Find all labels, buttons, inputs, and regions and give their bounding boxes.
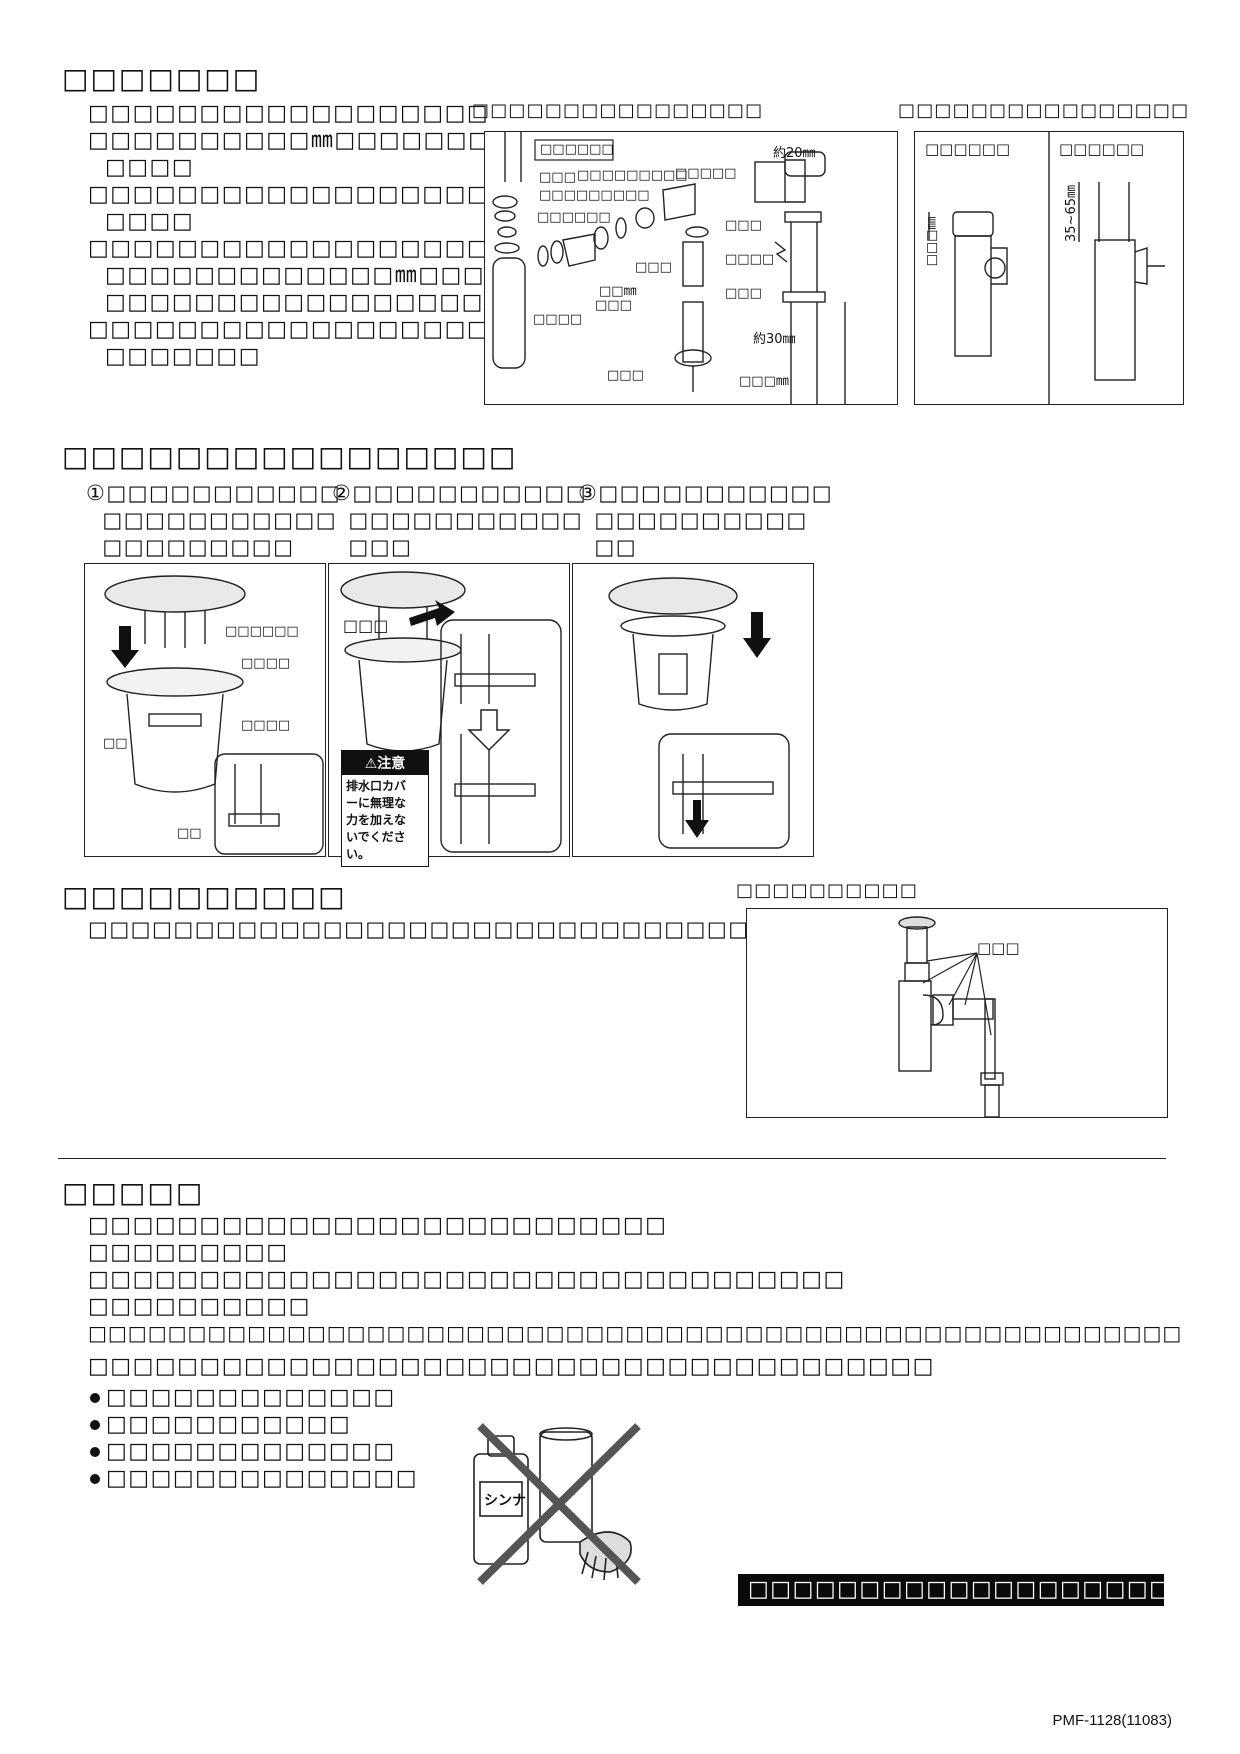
section3-text: □□□□□□□□□□□□□□□□□□□□□□□□□□□□□□□□□□: [88, 917, 814, 941]
diagram-label: □□□: [607, 368, 644, 383]
diagram-label-top: □□□□□□: [540, 142, 614, 157]
fig1-label: □□□□□□: [225, 624, 299, 639]
s4-line: □□□□□□□□□□: [88, 1294, 311, 1319]
side-diagram-title: □□□□□□□□□□□□□□□□: [898, 100, 1190, 121]
diagram-label: □□□□: [533, 312, 583, 327]
caution-line: ーに無理な: [346, 796, 407, 810]
section4-title: □□□□□: [62, 1176, 205, 1209]
diagram-label: □□□: [725, 286, 762, 301]
step1-figure: □□□□□□ □□□□ □□□□ □□ □□: [84, 563, 326, 857]
section1-title: □□□□□□□: [62, 62, 262, 95]
s1-paragraph: □□□□□□□□□□□□□□□□□□□□□□□ □□□□□□□: [88, 317, 601, 369]
warning-bullets: □□□□□□□□□□□□□ □□□□□□□□□□□ □□□□□□□□□□□□□ …: [90, 1384, 418, 1492]
diagram-label: □□□: [595, 298, 632, 313]
caution-text: 排水口カバ ーに無理な 力を加えな いでください。: [342, 775, 428, 866]
step1-text: ①□□□□□□□□□□□ □□□□□□□□□□□ □□□□□□□□□: [86, 481, 342, 559]
diagram-label: □□□□: [725, 252, 775, 267]
bullet-item: □□□□□□□□□□□□□: [90, 1438, 418, 1465]
diagram-label: □□□□□□□□□: [539, 188, 650, 203]
bullet-item: □□□□□□□□□□□□□: [90, 1384, 418, 1411]
bullet-text: □□□□□□□□□□□□□□: [106, 1466, 419, 1491]
parts-diagram-title: □□□□□□□□□□□□□□□□: [472, 100, 764, 121]
side-right-title: □□□□□□: [1059, 140, 1145, 158]
section3-diagram-title: □□□□□□□□□□: [736, 880, 919, 901]
bullet-text: □□□□□□□□□□□□□: [106, 1385, 396, 1410]
caution-box: ⚠注意 排水口カバ ーに無理な 力を加えな いでください。: [341, 750, 429, 867]
diagram-label: □□□□□: [675, 166, 737, 181]
dimension-label: □□□㎜: [739, 374, 789, 389]
s1-paragraph: □□□□□□□□□□□□□□□□□□: [88, 101, 490, 126]
side-left-dimension: □□□㎜: [924, 216, 940, 267]
diagram-label: □□㎜: [599, 284, 637, 299]
diagram-label: □□□□□□: [537, 210, 611, 225]
fig1-label: □□□□: [241, 718, 291, 733]
fig1-label: □□□□: [241, 656, 291, 671]
bullet-item: □□□□□□□□□□□: [90, 1411, 418, 1438]
step2-figure: □□□ ⚠注意 排水口カバ ーに無理な 力を加えな いでください。: [328, 563, 570, 867]
divider: [58, 1158, 1166, 1159]
notice-bar: □□□□□□□□□□□□□□□□□□□□□□□□: [738, 1574, 1164, 1606]
bottle-label: シンナ: [484, 1493, 526, 1509]
s4-line: □□□□□□□□□□□□□□□□□□□□□□□□□□: [88, 1213, 668, 1238]
step3-text: ③□□□□□□□□□□□ □□□□□□□□□□ □□: [578, 481, 834, 559]
caution-line: 排水口カバ: [346, 779, 407, 793]
s4-line: □□□□□□□□□□□□□□□□□□□□□□□□□□□□□□□□□□□□□□□□…: [88, 1321, 1183, 1345]
dimension-label: 約20㎜: [773, 146, 816, 161]
dimension-label: 約30㎜: [753, 332, 796, 347]
fig1-label: □□: [177, 826, 202, 841]
s1-paragraph: □□□□□□□□□□㎜□□□□□□□□□□ □□□□: [88, 128, 558, 180]
fig1-label: □□: [103, 736, 128, 751]
parts-diagram: □□□□□□ □□□ □□□□□□□□□ □□□□□□□□□ □□□□□□ □□…: [484, 131, 898, 405]
side-right-dimension: 35~65㎜: [1063, 185, 1079, 242]
step2-text: ②□□□□□□□□□□□ □□□□□□□□□□□ □□□: [332, 481, 588, 559]
bullet-text: □□□□□□□□□□□: [106, 1412, 352, 1437]
section4-text: □□□□□□□□□□□□□□□□□□□□□□□□□□ □□□□□□□□□ □□□…: [88, 1212, 1182, 1380]
caution-line: 力を加えな: [346, 813, 407, 827]
diagram-label: □□□□□□□□□: [577, 168, 688, 183]
fig2-label: □□□: [343, 616, 389, 635]
diagram-label: □□□: [635, 260, 672, 275]
s4-line: □□□□□□□□□: [88, 1240, 289, 1265]
bullet-text: □□□□□□□□□□□□□: [106, 1439, 396, 1464]
bullet-item: □□□□□□□□□□□□□□: [90, 1465, 418, 1492]
caution-line: いでください。: [346, 830, 406, 861]
section1-text: □□□□□□□□□□□□□□□□□□ □□□□□□□□□□㎜□□□□□□□□□□…: [88, 100, 625, 370]
section3-title: □□□□□□□□□□: [62, 880, 347, 913]
diagram-label: □□□: [725, 218, 762, 233]
s1-paragraph: □□□□□□□□□□□□□□□□□□□□□ □□□□: [88, 182, 557, 234]
section3-diagram: □□□: [746, 908, 1168, 1118]
side-left-title: □□□□□□: [925, 140, 1011, 158]
section2-title: □□□□□□□□□□□□□□□□: [62, 440, 518, 473]
side-diagram: □□□□□□ □□□□□□ □□□㎜ 35~65㎜: [914, 131, 1184, 405]
caution-title: ⚠注意: [342, 751, 428, 775]
prohibited-cleaners-illustration: シンナ: [460, 1422, 660, 1592]
s4-line: □□□□□□□□□□□□□□□□□□□□□□□□□□□□□□□□□□□□□□: [88, 1354, 935, 1379]
step3-figure: [572, 563, 814, 857]
section3-diagram-label: □□□: [977, 939, 1020, 957]
diagram-label: □□□: [539, 170, 576, 185]
document-code: PMF-1128(11083): [1052, 1712, 1172, 1729]
s1-paragraph: □□□□□□□□□□□□□□□□□□□□□□㎜□ □□□□□□□□□□□□□㎜□…: [88, 236, 625, 315]
s4-line: □□□□□□□□□□□□□□□□□□□□□□□□□□□□□□□□□□: [88, 1267, 846, 1292]
